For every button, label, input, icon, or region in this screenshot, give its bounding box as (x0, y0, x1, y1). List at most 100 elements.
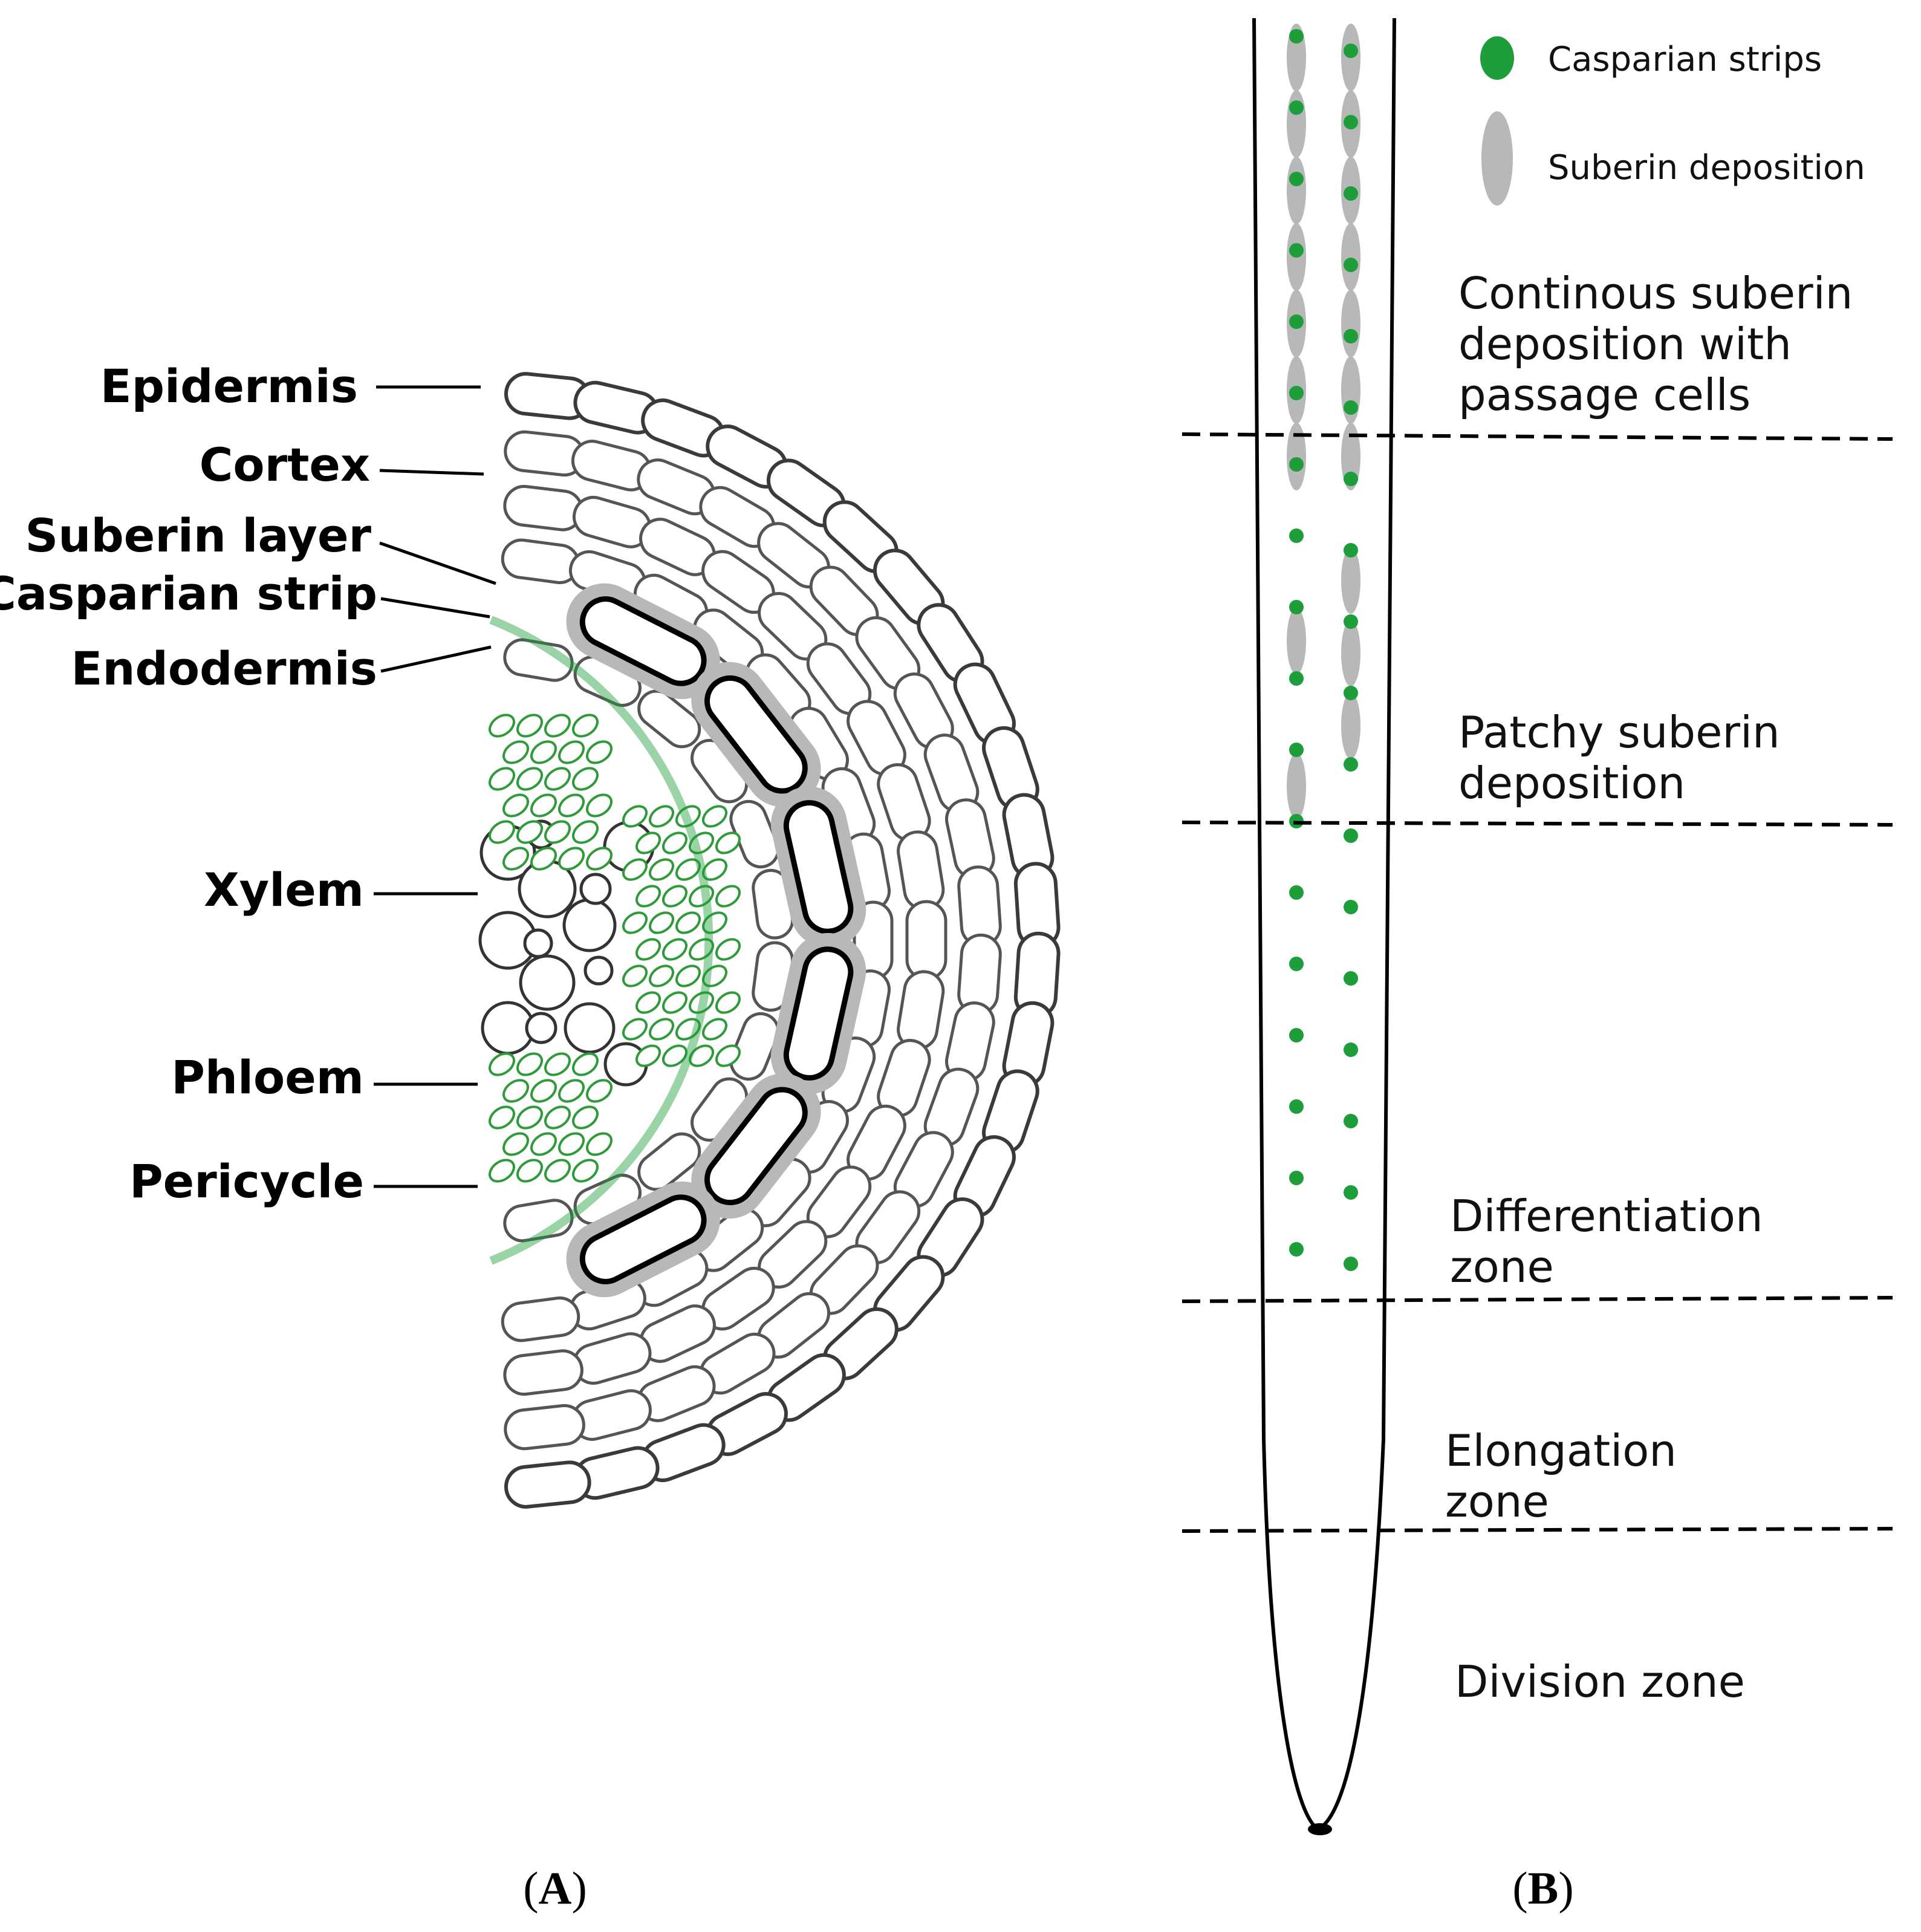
xylem-vessel (523, 928, 553, 958)
phloem-cell (689, 938, 714, 961)
panel-a-letter: A (539, 1863, 572, 1914)
casparian-dot (1289, 386, 1304, 400)
phloem-cell (622, 964, 648, 987)
casparian-dot (1344, 828, 1358, 843)
casparian-dot (1344, 258, 1358, 272)
phloem-cell (715, 938, 741, 961)
phloem-cell (502, 1079, 529, 1103)
casparian-dot (1289, 1099, 1304, 1114)
cortex-leader (379, 469, 484, 476)
zone-patchy-label: Patchy suberin deposition (1458, 707, 1794, 808)
phloem-cell (702, 911, 727, 934)
phloem-cell (715, 831, 741, 854)
zone-boundary-1 (1182, 432, 1893, 441)
phloem-cell (572, 820, 599, 844)
phloem-cell (662, 991, 687, 1014)
casparian-dot (1344, 400, 1358, 415)
phloem-cell (572, 1052, 599, 1076)
endodermis-cell (579, 596, 707, 686)
casparian-dot (1344, 686, 1358, 700)
panel-b-root-zones: Casparian strips Suberin deposition Cont… (1182, 18, 1893, 1914)
casparian-dot (1344, 757, 1358, 772)
zone-elongation-label: Elongation zone (1445, 1425, 1691, 1527)
cortex-cell (572, 1332, 652, 1385)
zone-differentiation-label: Differentiation zone (1450, 1191, 1776, 1292)
suberin-deposit (1341, 620, 1360, 686)
phloem-cell (544, 1159, 571, 1183)
xylem-vessel (519, 954, 576, 1011)
casparian-dot (1344, 44, 1358, 58)
zone-boundary-3 (1182, 1296, 1893, 1303)
casparian-dot (1289, 957, 1304, 971)
xylem-vessel (583, 955, 614, 986)
phloem-cell (635, 831, 661, 854)
legend-suberin-swatch (1481, 111, 1513, 206)
phloem-cell (516, 1159, 543, 1183)
phloem-cell (689, 885, 714, 908)
cortex-cell (897, 830, 945, 911)
endodermis-cell (783, 800, 854, 934)
casparian-dot (1289, 600, 1304, 614)
phloem-cell (662, 885, 687, 908)
phloem-cell (715, 885, 741, 908)
phloem-cell (489, 1159, 515, 1183)
phloem-cell (649, 858, 674, 881)
xylem-vessel (525, 1012, 557, 1044)
phloem-label: Phloem (171, 1050, 364, 1104)
phloem-cell (558, 1079, 585, 1103)
suberin-deposit (1341, 223, 1360, 291)
phloem-cell (586, 793, 613, 818)
phloem-cell (489, 714, 515, 738)
zone-division-label: Division zone (1455, 1656, 1745, 1707)
casparian-dot (1344, 115, 1358, 129)
phloem-cell (715, 1044, 741, 1067)
pericycle-cells (503, 638, 795, 1243)
phloem-cell (572, 1159, 599, 1183)
casparian-dot (1289, 29, 1304, 44)
xylem-vessel (564, 1002, 616, 1054)
phloem-cell (516, 1052, 543, 1076)
phloem-cell (675, 1018, 701, 1041)
suberin-deposit (1287, 608, 1306, 674)
phloem-cell (635, 991, 661, 1014)
phloem-cell (689, 1044, 714, 1067)
casparian-dot (1289, 1028, 1304, 1042)
cortex-cell (503, 1349, 583, 1396)
suberin-deposit (1287, 753, 1306, 819)
phloem-cell (530, 1079, 557, 1103)
phloem-cell (516, 714, 543, 738)
phloem-cell (558, 847, 585, 871)
phloem-cell (572, 1105, 599, 1130)
phloem-cell (558, 740, 585, 764)
phloem-cell (558, 793, 585, 818)
phloem-cell (649, 964, 674, 987)
phloem-cell (572, 767, 599, 791)
casparian-dot (1289, 1171, 1304, 1185)
casparian-dot (1289, 743, 1304, 757)
suberin-deposit (1287, 90, 1306, 158)
phloem-cell (544, 767, 571, 791)
casparian-dot (1289, 671, 1304, 686)
endodermis-cell (579, 1194, 707, 1284)
casparian-dot (1344, 472, 1358, 486)
phloem-cell (622, 1018, 648, 1041)
pericycle-label: Pericycle (129, 1154, 364, 1208)
root-outline (1252, 18, 1396, 1832)
cortex-cell (503, 484, 583, 532)
casparian-dot (1344, 329, 1358, 343)
phloem-cell (702, 805, 727, 828)
panel-b-label: (B) (1512, 1863, 1573, 1914)
casparian-dot (1344, 543, 1358, 558)
cortex-label: Cortex (200, 438, 370, 492)
suberin-deposit (1341, 692, 1360, 759)
suberin-deposit (1341, 290, 1360, 357)
phloem-cell (530, 1132, 557, 1156)
phloem-cell (675, 911, 701, 934)
casparian-dot (1289, 243, 1304, 258)
phloem-cell (489, 1105, 515, 1130)
phloem-cell (558, 1132, 585, 1156)
legend-casparian-swatch (1480, 36, 1514, 80)
casparian-dot (1289, 457, 1304, 472)
phloem-cell (675, 858, 701, 881)
phloem-cell (675, 805, 701, 828)
